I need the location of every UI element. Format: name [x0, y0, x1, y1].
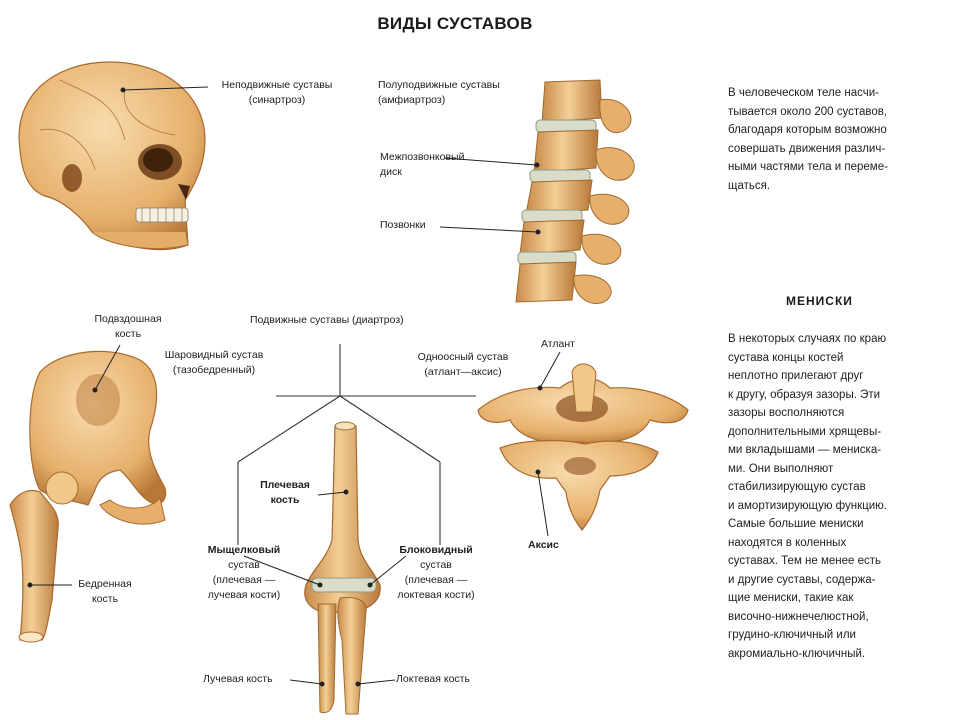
skull-illustration [19, 62, 205, 250]
label-ulna: Локтевая кость [396, 672, 470, 687]
atlas-axis-illustration [478, 364, 688, 530]
elbow-illustration [305, 422, 380, 714]
label-uniaxial-joint: Одноосный сустав(атлант—аксис) [408, 350, 518, 380]
label-vertebrae: Позвонки [380, 218, 426, 233]
label-radius: Лучевая кость [203, 672, 273, 687]
label-trochlear-joint: Блоковидный сустав (плечевая — локтевая … [386, 543, 486, 603]
spine-illustration [516, 80, 634, 304]
label-axis: Аксис [528, 538, 559, 553]
label-atlas: Атлант [541, 337, 575, 352]
label-ball-joint: Шаровидный сустав(тазобедренный) [154, 348, 274, 378]
label-mobile-joints: Подвижные суставы (диартроз) [250, 313, 404, 328]
menisci-heading: МЕНИСКИ [786, 294, 853, 308]
label-semi-mobile-joints: Полуподвижные суставы(амфиартроз) [378, 78, 500, 108]
page-title: ВИДЫ СУСТАВОВ [0, 14, 910, 34]
label-fixed-joints: Неподвижные суставы(синартроз) [212, 78, 342, 108]
intro-paragraph: В человеческом теле насчи-тывается около… [728, 84, 918, 195]
label-condylar-joint: Мыщелковый сустав (плечевая — лучевая ко… [196, 543, 292, 603]
